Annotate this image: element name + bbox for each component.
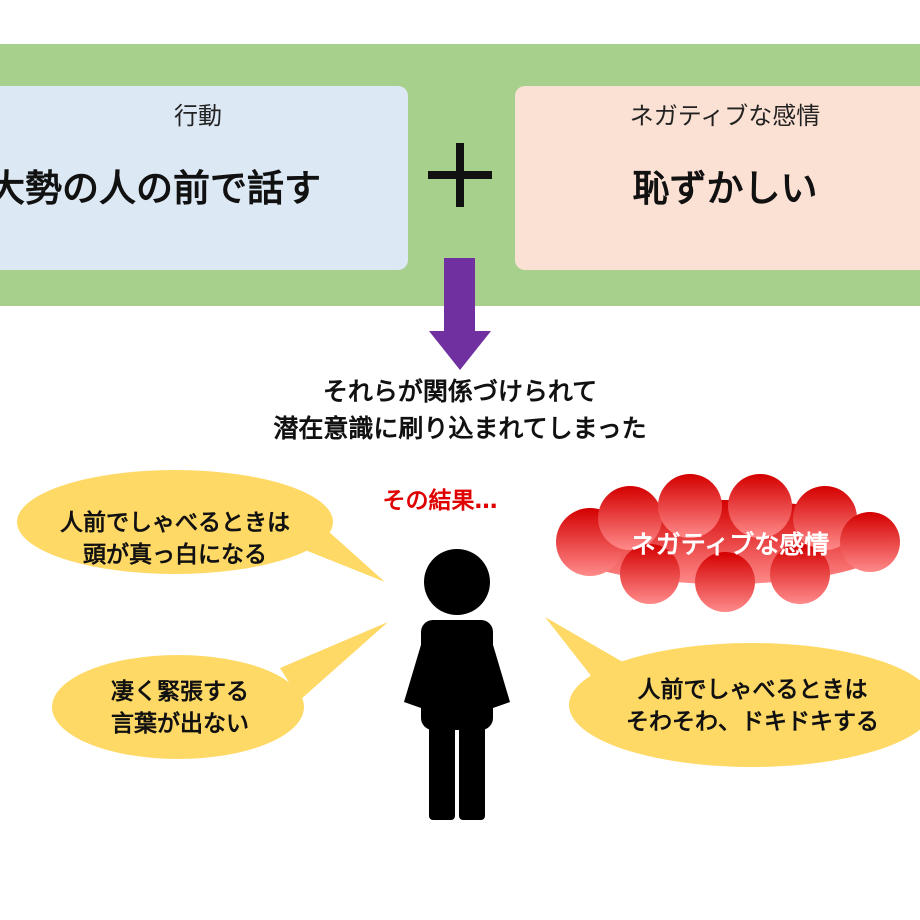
bubble-bottom-left-line-1: 凄く緊張する: [111, 679, 249, 705]
action-box: 行動 大勢の人の前で話す: [0, 86, 408, 270]
action-text: 大勢の人の前で話す: [0, 167, 321, 210]
speech-bubble-bottom-left: [52, 622, 388, 759]
bubble-right-line-1: 人前でしゃべるときは: [637, 677, 868, 703]
plus-icon: [428, 143, 492, 207]
cause-line-2: 潜在意識に刷り込まれてしまった: [273, 414, 647, 443]
bubble-right-line-2: そわそわ、ドキドキする: [626, 709, 879, 735]
cloud-shape: [556, 474, 900, 612]
result-label: その結果…: [382, 488, 498, 514]
emotion-label: ネガティブな感情: [629, 102, 821, 130]
cause-line-1: それらが関係づけられて: [322, 377, 598, 406]
bubble-top-left-line-2: 頭が真っ白になる: [83, 542, 267, 568]
person-icon: [404, 549, 510, 820]
emotion-text: 恥ずかしい: [632, 167, 818, 210]
down-arrow-icon: [429, 258, 491, 370]
bubble-bottom-left-line-2: 言葉が出ない: [111, 711, 249, 737]
speech-bubble-right: [545, 617, 920, 767]
action-label: 行動: [174, 102, 222, 130]
cloud-text: ネガティブな感情: [630, 530, 830, 559]
speech-bubble-top-left: [17, 470, 385, 582]
bubble-top-left-line-1: 人前でしゃべるときは: [60, 510, 290, 536]
emotion-box: ネガティブな感情 恥ずかしい: [515, 86, 920, 270]
